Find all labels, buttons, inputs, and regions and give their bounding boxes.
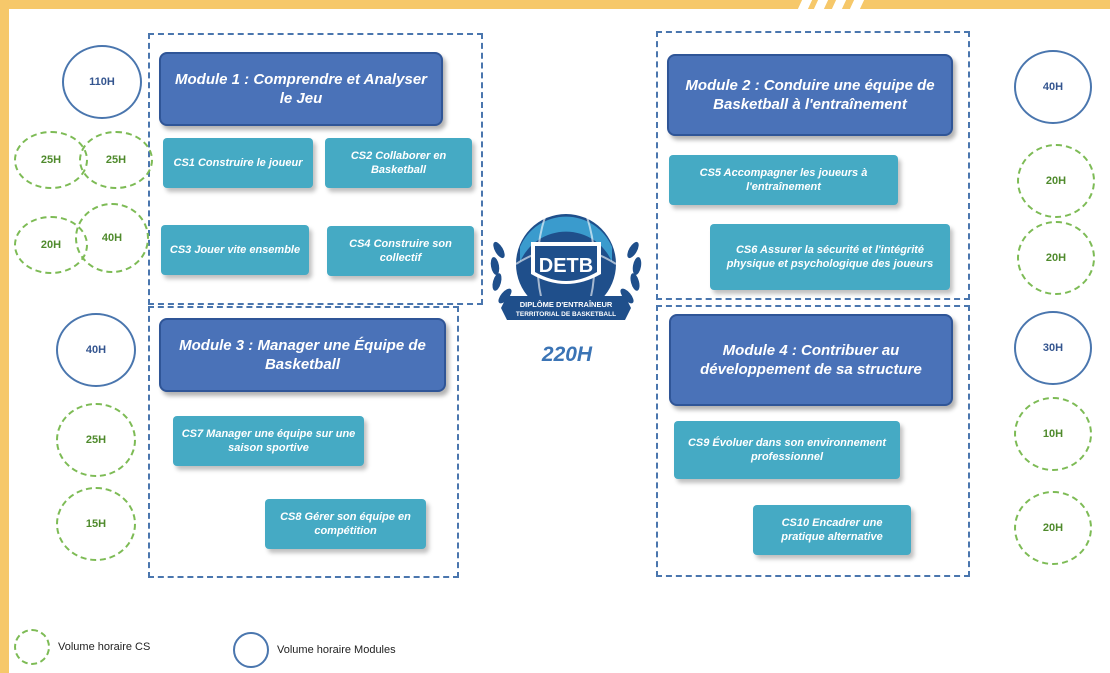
logo-line-2: TERRITORIAL DE BASKETBALL (516, 311, 616, 318)
module-1-hours-circle: 110H (62, 45, 142, 119)
cs2-box: CS2 Collaborer en Basketball (325, 138, 472, 188)
cs3-box: CS3 Jouer vite ensemble (161, 225, 309, 275)
legend-modules-swatch (233, 632, 269, 668)
module-4-box (656, 305, 970, 577)
logo-text: DETB (539, 255, 593, 277)
left-border (0, 0, 9, 673)
legend-modules: Volume horaire Modules (233, 632, 396, 668)
cs10-box: CS10 Encadrer une pratique alternative (753, 505, 911, 555)
cs1-hours-circle: 25H (14, 131, 88, 189)
cs8-box: CS8 Gérer son équipe en compétition (265, 499, 426, 549)
legend-modules-label: Volume horaire Modules (277, 644, 396, 656)
cs2-hours-circle: 25H (79, 131, 153, 189)
cs10-hours-circle: 20H (1014, 491, 1092, 565)
module-2-title: Module 2 : Conduire une équipe de Basket… (667, 54, 953, 136)
legend-cs: Volume horaire CS (14, 629, 150, 665)
total-hours: 220H (541, 343, 593, 366)
cs1-box: CS1 Construire le joueur (163, 138, 313, 188)
top-border (0, 0, 1110, 9)
legend-cs-label: Volume horaire CS (58, 641, 151, 653)
detb-logo: DETB DIPLÔME D'ENTRAÎNEUR TERRITORIAL DE… (485, 212, 647, 337)
cs7-box: CS7 Manager une équipe sur une saison sp… (173, 416, 364, 466)
cs8-hours-circle: 15H (56, 487, 136, 561)
cs4-box: CS4 Construire son collectif (327, 226, 474, 276)
module-3-title: Module 3 : Manager une Équipe de Basketb… (159, 318, 446, 392)
cs4-hours-circle: 40H (75, 203, 149, 273)
module-2-box (656, 31, 970, 300)
module-3-hours-circle: 40H (56, 313, 136, 387)
cs6-box: CS6 Assurer la sécurité et l'intégrité p… (710, 224, 950, 290)
cs5-box: CS5 Accompagner les joueurs à l'entraîne… (669, 155, 898, 205)
module-3-box (148, 306, 459, 578)
cs9-box: CS9 Évoluer dans son environnement profe… (674, 421, 900, 479)
cs9-hours-circle: 10H (1014, 397, 1092, 471)
module-4-hours-circle: 30H (1014, 311, 1092, 385)
legend-cs-swatch (14, 629, 50, 665)
cs5-hours-circle: 20H (1017, 144, 1095, 218)
module-4-title: Module 4 : Contribuer au développement d… (669, 314, 953, 406)
cs7-hours-circle: 25H (56, 403, 136, 477)
logo-line-1: DIPLÔME D'ENTRAÎNEUR (520, 300, 613, 309)
cs6-hours-circle: 20H (1017, 221, 1095, 295)
module-2-hours-circle: 40H (1014, 50, 1092, 124)
module-1-title: Module 1 : Comprendre et Analyser le Jeu (159, 52, 443, 126)
